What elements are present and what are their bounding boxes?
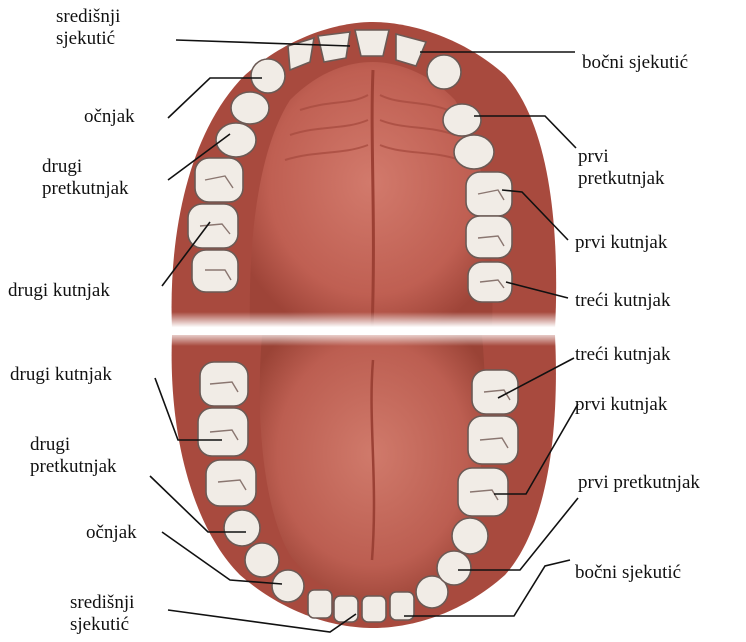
palatal-raphe	[372, 70, 373, 330]
lower-lateral-incisor-left	[308, 590, 332, 618]
label-upper-canine: očnjak	[84, 106, 135, 128]
label-lower-first-molar: prvi kutnjak	[575, 394, 667, 416]
lower-canine-left	[272, 570, 304, 602]
label-upper-first-premolar: prvi pretkutnjak	[578, 146, 665, 190]
lower-second-molar-right	[468, 416, 518, 464]
label-lower-lateral-incisor: bočni sjekutić	[575, 562, 681, 584]
label-upper-central-incisor-line2: sjekutić	[56, 28, 120, 50]
jaw-separation-gap	[160, 312, 580, 346]
upper-first-premolar-right	[443, 104, 481, 136]
label-lower-second-premolar: drugi pretkutnjak	[30, 434, 117, 478]
label-upper-central-incisor: središnji sjekutić	[56, 6, 120, 50]
label-upper-second-premolar-line2: pretkutnjak	[42, 178, 129, 200]
label-upper-central-incisor-line1: središnji	[56, 6, 120, 28]
label-lower-third-molar: treći kutnjak	[575, 344, 671, 366]
lower-first-premolar-left	[245, 543, 279, 577]
label-upper-second-premolar-line1: drugi	[42, 156, 129, 178]
label-lower-central-incisor-line2: sjekutić	[70, 614, 134, 636]
upper-canine-left	[251, 59, 285, 93]
label-lower-second-molar: drugi kutnjak	[10, 364, 112, 386]
upper-central-incisor-left	[318, 32, 350, 62]
label-lower-canine: očnjak	[86, 522, 137, 544]
label-upper-first-premolar-line1: prvi	[578, 146, 665, 168]
label-lower-first-premolar: prvi pretkutnjak	[578, 472, 700, 494]
upper-first-molar-right	[466, 172, 512, 216]
label-upper-third-molar: treći kutnjak	[575, 290, 671, 312]
label-lower-second-premolar-line1: drugi	[30, 434, 117, 456]
upper-central-incisor-right	[355, 30, 389, 56]
upper-canine-right	[427, 55, 461, 89]
upper-third-molar-right	[468, 262, 512, 302]
upper-third-molar-left	[192, 250, 238, 292]
lower-second-premolar-right	[452, 518, 488, 554]
lower-first-premolar-right	[437, 551, 471, 585]
label-upper-first-molar: prvi kutnjak	[575, 232, 667, 254]
label-lower-second-premolar-line2: pretkutnjak	[30, 456, 117, 478]
lower-central-incisor-right	[362, 596, 386, 622]
lower-central-incisor-left	[334, 596, 358, 622]
upper-jaw	[172, 22, 557, 330]
lower-first-molar-left	[206, 460, 256, 506]
label-lower-central-incisor: središnji sjekutić	[70, 592, 134, 636]
label-upper-first-premolar-line2: pretkutnjak	[578, 168, 665, 190]
label-upper-second-premolar: drugi pretkutnjak	[42, 156, 129, 200]
upper-first-premolar-left	[231, 92, 269, 124]
lower-first-molar-right	[458, 468, 508, 516]
upper-first-molar-left	[195, 158, 243, 202]
upper-second-premolar-right	[454, 135, 494, 169]
lower-second-premolar-left	[224, 510, 260, 546]
label-upper-second-molar: drugi kutnjak	[8, 280, 110, 302]
lower-third-molar-left	[200, 362, 248, 406]
lower-jaw	[172, 335, 556, 628]
lower-second-molar-left	[198, 408, 248, 456]
label-lower-central-incisor-line1: središnji	[70, 592, 134, 614]
label-upper-lateral-incisor: bočni sjekutić	[582, 52, 688, 74]
